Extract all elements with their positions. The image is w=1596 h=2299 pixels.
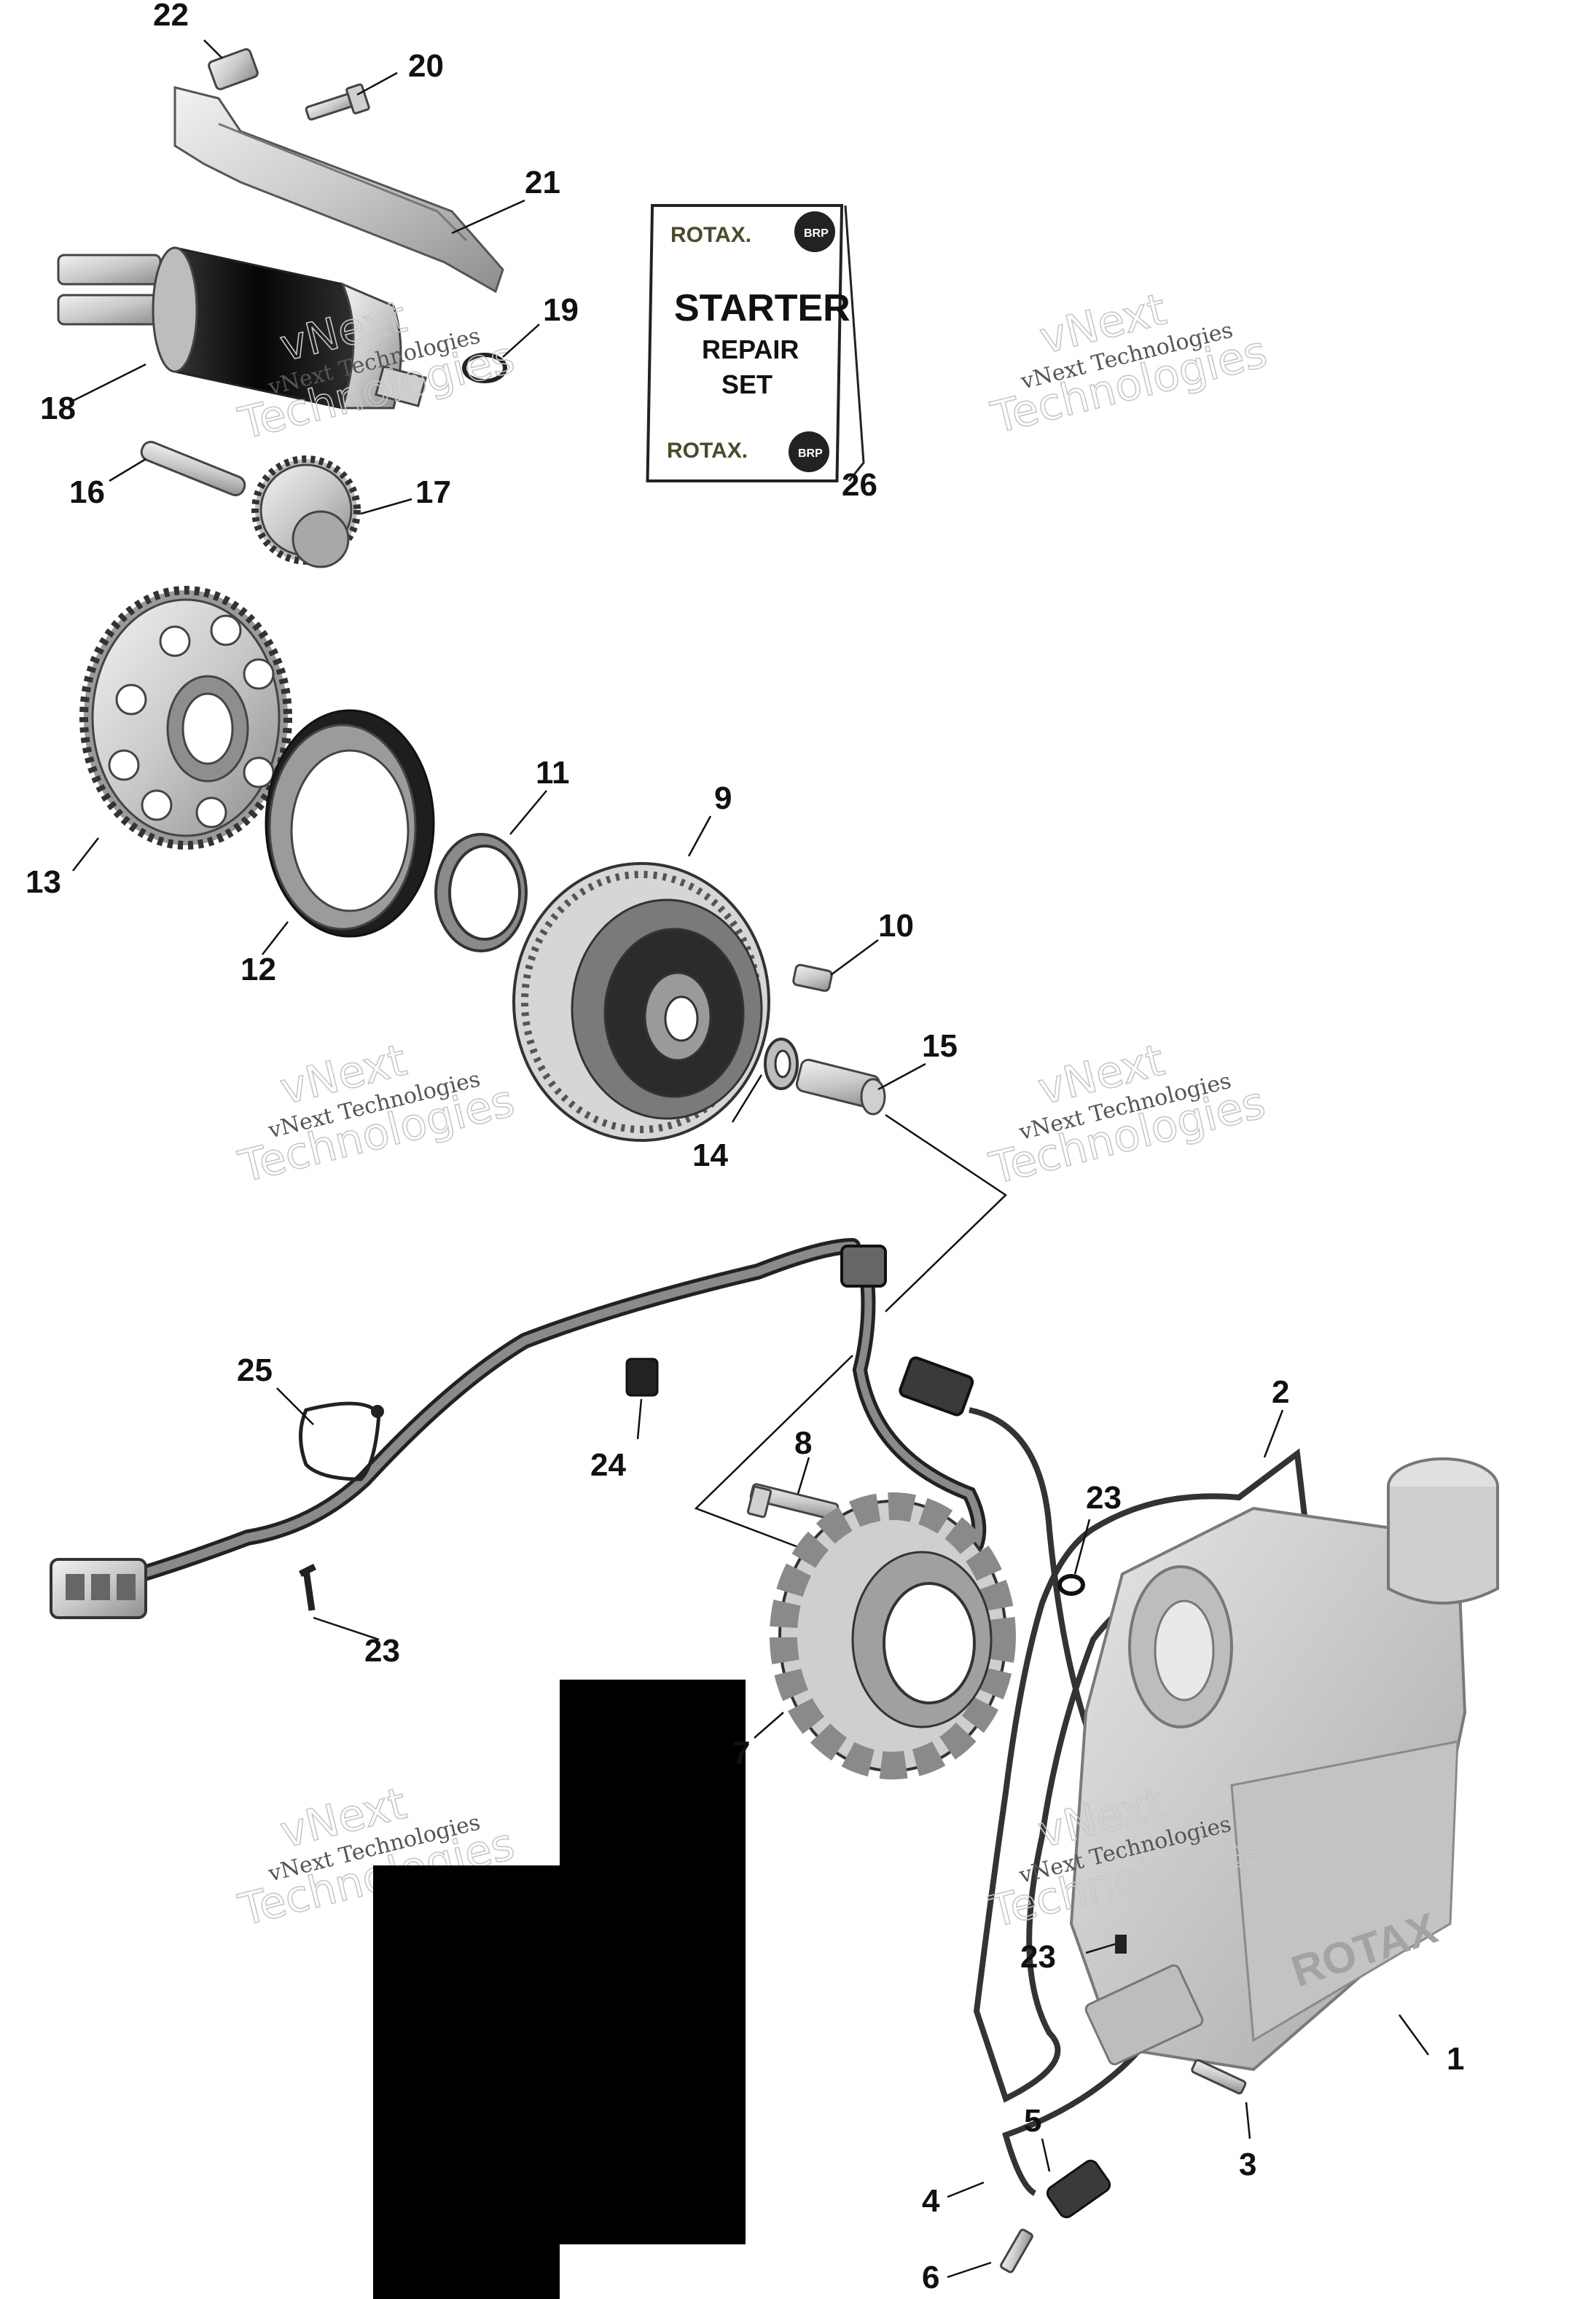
callout-9: 9 [714,780,732,816]
repair-box-brand-bottom: ROTAX. [667,439,748,463]
watermark-mid-right: vNext Technologies vNext Technologies [984,1034,1270,1195]
redaction-block-upper [560,1680,746,2244]
callout-10: 10 [878,908,914,944]
callout-17: 17 [415,474,451,510]
clip-23-cover [1115,1935,1127,1954]
bolt-6 [1000,2228,1033,2273]
watermark-top-right: vNext Technologies vNext Technologies [986,283,1272,444]
callout-23-left: 23 [364,1633,400,1669]
clutch-plate-12 [265,709,435,938]
repair-box-title: STARTER [674,287,850,329]
brp-badge-top [794,211,835,252]
clip-23-left [298,1563,317,1611]
callout-5: 5 [1024,2103,1041,2139]
callout-16: 16 [69,474,105,510]
repair-box-line2: REPAIR [702,334,799,364]
redaction-block-lower [373,1865,560,2299]
bolt-22 [208,48,259,90]
brp-badge-bottom-text: BRP [798,447,823,460]
connector-plug [50,1558,147,1619]
bolt-20 [305,83,370,121]
callout-1: 1 [1447,2041,1464,2077]
callout-4: 4 [922,2183,940,2219]
pin-16 [140,440,246,497]
callout-leaders [72,39,1430,2279]
callout-7: 7 [732,1735,750,1771]
clip-24 [625,1358,659,1397]
callout-14: 14 [692,1137,728,1173]
callout-21: 21 [525,165,560,200]
repair-box-line3: SET [721,369,772,399]
callout-23-gasket: 23 [1086,1480,1122,1516]
starter-gear-13 [79,586,292,850]
callout-25: 25 [237,1352,273,1388]
callout-19: 19 [543,292,579,328]
bolt-3 [1191,2059,1247,2095]
starter-motor [57,246,427,410]
clip-23-gasket [1057,1574,1085,1596]
bolt-10 [792,963,833,992]
sensor-5 [1046,2159,1111,2219]
brp-badge-top-text: BRP [804,227,829,240]
bolt-15 [795,1058,886,1116]
callout-23-cover: 23 [1020,1939,1056,1975]
starter-repair-set-box: ROTAX. BRP STARTER REPAIR SET ROTAX. BRP [646,204,865,482]
callout-15: 15 [922,1028,958,1064]
callout-13: 13 [26,864,61,900]
callout-26: 26 [842,467,877,503]
washer-14 [764,1038,799,1090]
callout-6: 6 [922,2260,939,2295]
callout-11: 11 [536,755,570,791]
repair-box-brand-top: ROTAX. [670,223,751,247]
tie-25 [299,1401,384,1481]
magneto-cover-1: ROTAX [1069,1457,1499,2072]
bolt-8 [746,1483,840,1521]
callout-3: 3 [1239,2147,1256,2182]
bearing-11 [434,833,528,952]
gear-17 [251,455,361,568]
callout-8: 8 [794,1425,812,1461]
flywheel-9 [512,862,770,1142]
callout-2: 2 [1272,1374,1289,1410]
callout-22: 22 [153,0,189,33]
brp-badge-bottom [789,431,829,472]
callout-labels: 1 2 3 4 5 6 7 8 9 10 11 12 13 14 15 16 1… [26,0,1464,2295]
stator-7 [770,1492,1016,1779]
callout-20: 20 [408,48,444,84]
callout-18: 18 [40,391,76,426]
o-ring-19 [462,353,507,383]
watermark-mid-left: vNext Technologies vNext Technologies [233,1034,520,1194]
callout-24: 24 [590,1447,626,1483]
callout-12: 12 [240,952,276,987]
